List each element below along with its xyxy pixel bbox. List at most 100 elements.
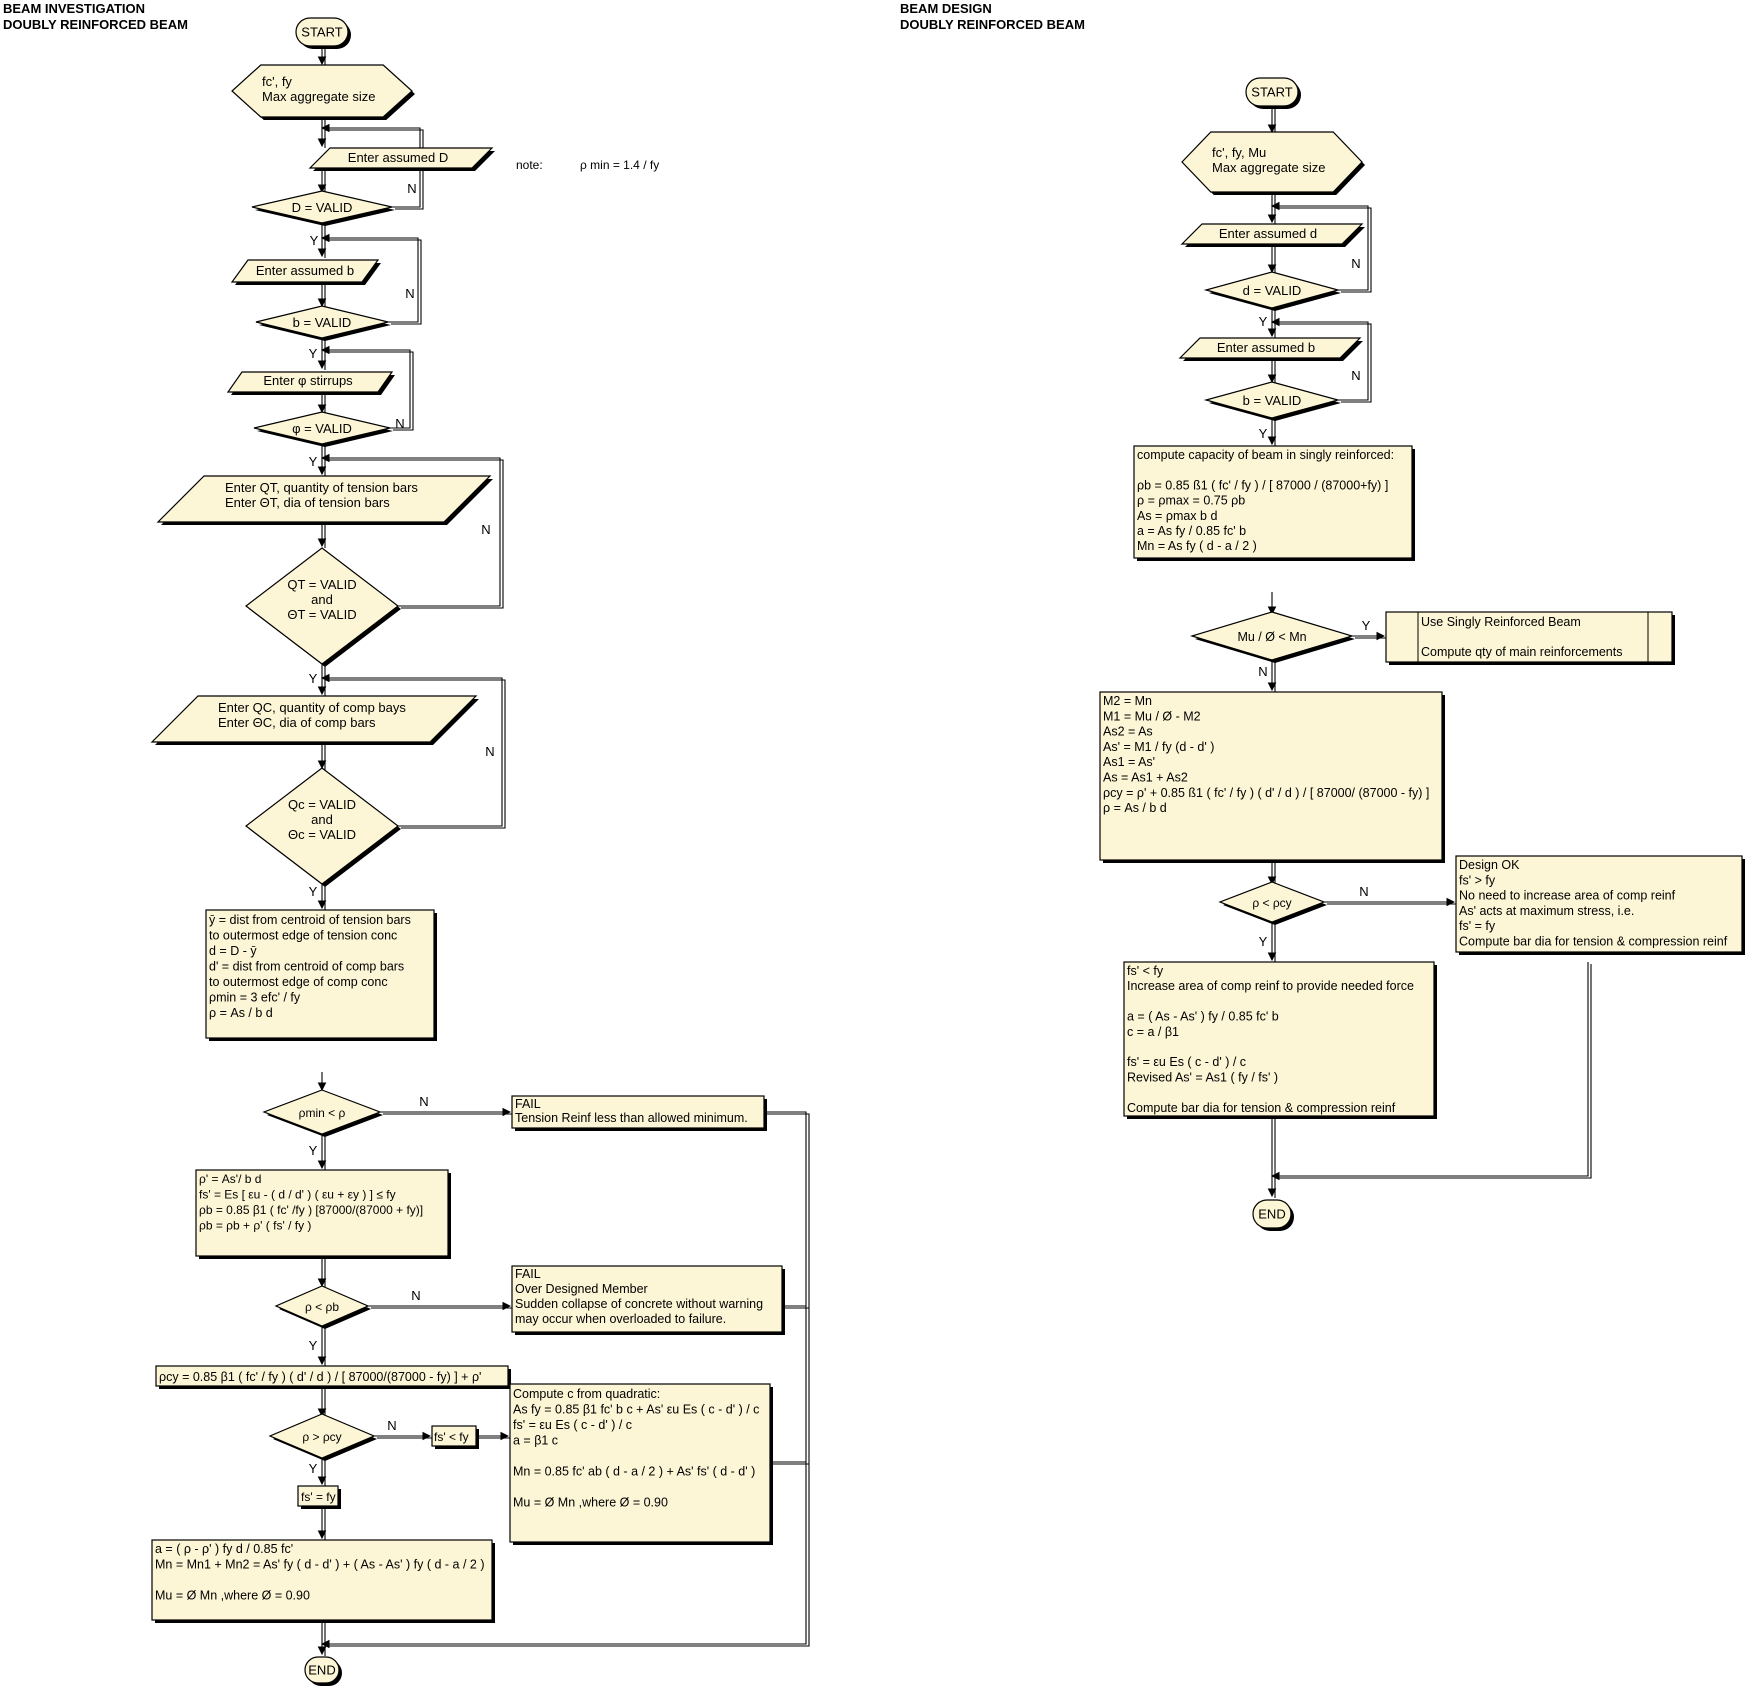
- left-dec-rhob-shape: [274, 1285, 370, 1327]
- flow-l-collector: [320, 1111, 807, 1649]
- left-dec-qc-text: and: [311, 812, 333, 827]
- left-box-compute: [509, 1383, 773, 1545]
- left-fail-over: [511, 1265, 785, 1335]
- left-box-definitions-text: ρ = As / b d: [209, 1006, 273, 1020]
- flow-l-qtnoloop: [320, 453, 501, 607]
- note-formula: ρ min = 1.4 / fy: [580, 158, 659, 172]
- flow-label-y: Y: [1259, 934, 1268, 949]
- flow-l-phinoloop: [320, 345, 411, 429]
- right-box-comp-text: a = ( As - As' ) fy / 0.85 fc' b: [1127, 1010, 1279, 1024]
- right-box-doubly-text: ρ = As / b d: [1103, 801, 1167, 815]
- left-fail-min-text: Tension Reinf less than allowed minimum.: [515, 1111, 748, 1125]
- left-dec-b-label: b = VALID: [293, 315, 352, 330]
- flow-label-n: N: [419, 1094, 428, 1109]
- right-box-comp-text: c = a / β1: [1127, 1025, 1179, 1039]
- left-box-ratios: [195, 1169, 451, 1259]
- left-fail-over-shape: [511, 1265, 783, 1333]
- right-start-terminal-shape: [1245, 77, 1299, 107]
- left-fail-over-text: FAIL: [515, 1267, 541, 1281]
- left-box-compute-text: Mn = 0.85 fc' ab ( d - a / 2 ) + As' fs'…: [513, 1465, 755, 1479]
- left-fail-over-text: Sudden collapse of concrete without warn…: [515, 1297, 763, 1311]
- left-dec-qt-text: and: [311, 592, 333, 607]
- left-start-terminal: [295, 17, 351, 49]
- right-dec-d: [1203, 271, 1341, 311]
- flow-l-collector-double: [325, 1113, 810, 1647]
- left-enter-qc-text: Enter ΘC, dia of comp bars: [218, 715, 376, 730]
- right-input-text: fc', fy, Mu: [1212, 145, 1266, 160]
- right-dec-rho-label: ρ < ρcy: [1252, 896, 1291, 910]
- right-design-ok-text: Compute bar dia for tension & compressio…: [1459, 935, 1728, 949]
- left-enter-qc-shape: [150, 695, 478, 743]
- left-fs-less: [431, 1425, 479, 1449]
- flow-label-y: Y: [1259, 314, 1268, 329]
- left-enter-b: [230, 259, 381, 285]
- left-enter-qt: [156, 475, 493, 525]
- right-enter-d-label: Enter assumed d: [1219, 226, 1317, 241]
- left-box-ratios-text: fs' = Es [ εu - ( d / d' ) ( εu + εy ) ]…: [199, 1188, 396, 1202]
- left-box-moment-text: a = ( ρ - ρ' ) fy d / 0.85 fc': [155, 1542, 293, 1556]
- left-dec-min: [262, 1089, 383, 1137]
- flow-l-phinoloop-double: [325, 351, 414, 431]
- left-enter-phi-shape: [226, 371, 394, 393]
- right-dec-d-label: d = VALID: [1243, 283, 1302, 298]
- left-enter-d: [308, 147, 495, 171]
- left-rhocy-text: ρcy = 0.85 β1 ( fc' / fy ) ( d' / d ) / …: [159, 1370, 481, 1384]
- right-box-singly-text: a = As fy / 0.85 fc' b: [1137, 524, 1246, 538]
- right-use-singly-text: Use Singly Reinforced Beam: [1421, 615, 1581, 629]
- left-rhocy-bar: [155, 1365, 511, 1389]
- left-enter-qt-shape: [156, 475, 492, 523]
- left-fail-min: [511, 1095, 767, 1131]
- flow-r-okjoin: [1270, 962, 1589, 1181]
- flow-label-y: Y: [309, 454, 318, 469]
- left-rhocy-bar-shape: [155, 1365, 509, 1387]
- right-title: DOUBLY REINFORCED BEAM: [900, 17, 1085, 32]
- left-box-compute-text: Compute c from quadratic:: [513, 1387, 660, 1401]
- flow-label-y: Y: [309, 1143, 318, 1158]
- right-box-comp-text: fs' = εu Es ( c - d' ) / c: [1127, 1055, 1246, 1069]
- left-fail-over-text: Over Designed Member: [515, 1282, 648, 1296]
- left-dec-d-shape: [251, 190, 393, 224]
- left-box-definitions-text: ӯ = dist from centroid of tension bars: [209, 913, 411, 927]
- left-fs-eq-text: fs' = fy: [301, 1490, 336, 1504]
- left-box-definitions-text: d = D - ӯ: [209, 944, 257, 958]
- flow-label-n: N: [481, 522, 490, 537]
- left-enter-phi-label: Enter φ stirrups: [263, 373, 353, 388]
- left-box-definitions-shape: [205, 909, 435, 1039]
- left-end-terminal-shape: [304, 1656, 340, 1684]
- left-start-terminal-shape: [295, 17, 349, 47]
- flow-label-y: Y: [309, 884, 318, 899]
- left-box-moment-text: Mu = Ø Mn ,where Ø = 0.90: [155, 1589, 310, 1603]
- left-input-hexagon: [231, 64, 415, 120]
- right-box-singly-text: As = ρmax b d: [1137, 509, 1217, 523]
- left-dec-d-label: D = VALID: [292, 200, 353, 215]
- left-dec-qt-text: QT = VALID: [287, 577, 356, 592]
- left-box-definitions-text: ρmin = 3 efc' / fy: [209, 991, 301, 1005]
- left-dec-d: [251, 190, 395, 226]
- right-input-text: Max aggregate size: [1212, 160, 1325, 175]
- right-box-singly-text: compute capacity of beam in singly reinf…: [1137, 448, 1394, 462]
- right-box-doubly-text: As = As1 + As2: [1103, 771, 1188, 785]
- right-box-comp-text: Revised As' = As1 ( fy / fs' ): [1127, 1070, 1278, 1084]
- flow-label-y: Y: [1259, 426, 1268, 441]
- left-dec-qc-text: Θc = VALID: [288, 827, 356, 842]
- right-design-ok-text: As' acts at maximum stress, i.e.: [1459, 904, 1634, 918]
- left-box-compute-shape: [509, 1383, 771, 1543]
- left-fail-min-shape: [511, 1095, 765, 1129]
- right-enter-d-shape: [1180, 223, 1364, 245]
- left-dec-rhob: [274, 1285, 371, 1329]
- flow-label-y: Y: [309, 346, 318, 361]
- flow-label-n: N: [1351, 368, 1360, 383]
- right-box-singly-shape: [1133, 445, 1413, 559]
- right-enter-b-shape: [1178, 337, 1362, 359]
- flow-label-n: N: [411, 1288, 420, 1303]
- left-box-compute-text: Mu = Ø Mn ,where Ø = 0.90: [513, 1496, 668, 1510]
- left-dec-min-label: ρmin < ρ: [299, 1106, 346, 1120]
- left-start-terminal-label: START: [301, 25, 342, 40]
- flow-r-okjoin-double: [1275, 964, 1592, 1179]
- right-dec-b-shape: [1203, 381, 1341, 419]
- flow-label-n: N: [407, 181, 416, 196]
- right-enter-d: [1180, 223, 1365, 247]
- right-dec-rho-shape: [1218, 881, 1326, 923]
- right-dec-mu-label: Mu / Ø < Mn: [1237, 630, 1306, 644]
